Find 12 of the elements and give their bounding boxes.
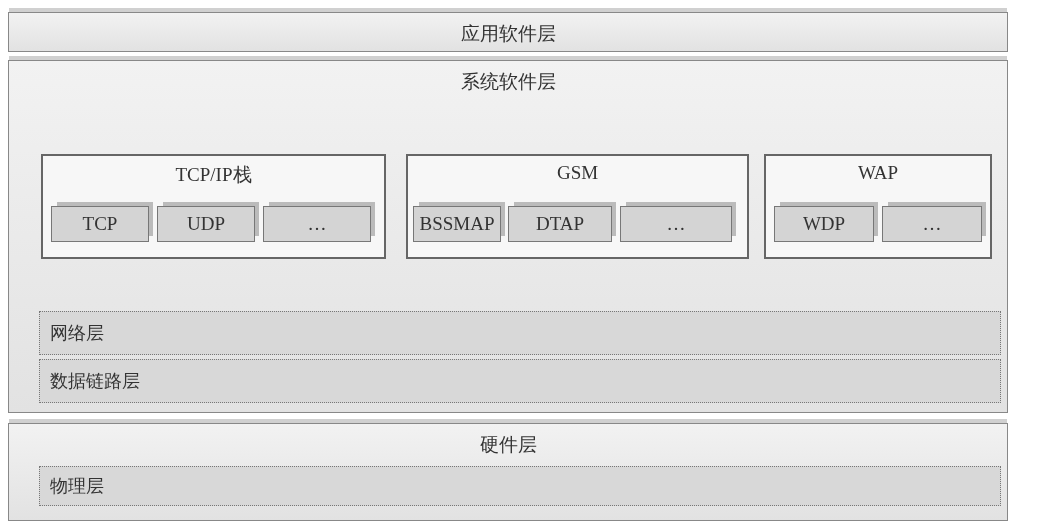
protocol-group-box xyxy=(41,154,386,259)
layer-title: 硬件层 xyxy=(479,433,537,457)
group-title: WAP xyxy=(857,162,899,184)
layer-band: 数据链路层 xyxy=(39,359,1001,403)
layer-band: 物理层 xyxy=(39,466,1001,506)
group-title: GSM xyxy=(556,162,599,184)
layer-band: 网络层 xyxy=(39,311,1001,355)
layer-title: 系统软件层 xyxy=(460,70,556,94)
layer-title: 应用软件层 xyxy=(460,22,556,46)
protocol-group-box xyxy=(406,154,749,259)
group-title: TCP/IP栈 xyxy=(175,163,252,187)
protocol-group-box xyxy=(764,154,992,259)
